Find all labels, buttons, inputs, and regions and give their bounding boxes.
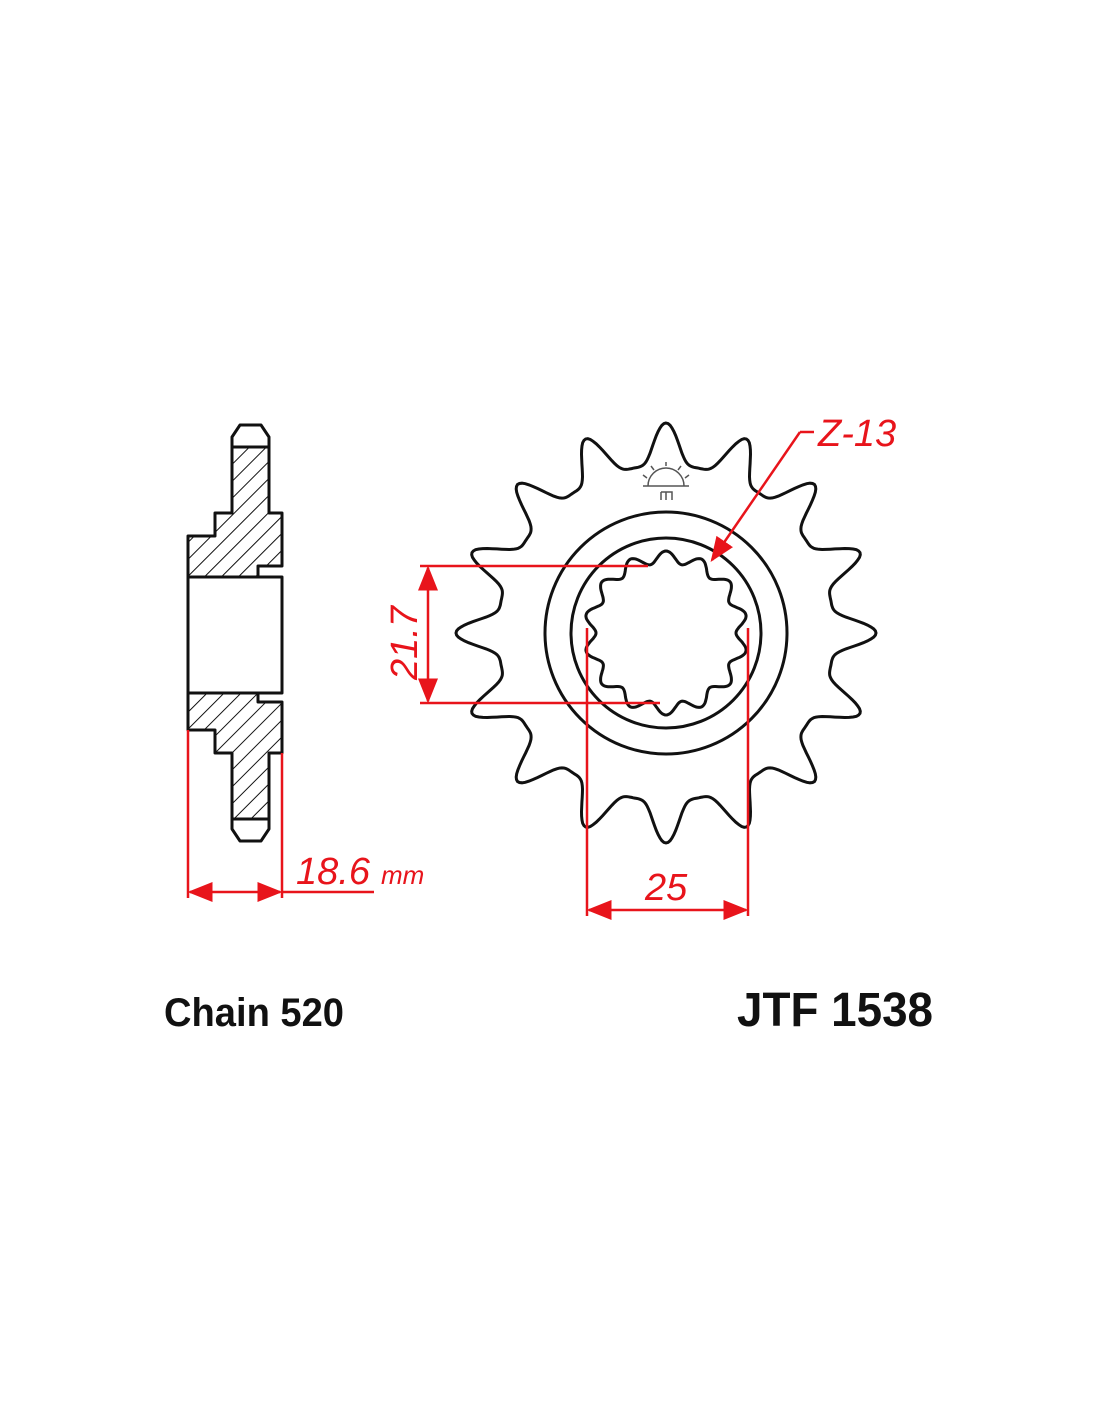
top-section <box>186 445 284 579</box>
hub-inner-ring <box>569 536 763 730</box>
bottom-section <box>186 691 284 821</box>
spline-bore <box>584 549 748 717</box>
sprocket-outline <box>454 421 878 845</box>
spline-diameter-dimension <box>418 564 660 705</box>
chain-label: Chain 520 <box>164 991 344 1035</box>
teeth-count-label: Z-13 <box>817 413 896 455</box>
part-number: JTF 1538 <box>737 984 933 1037</box>
bore <box>186 575 284 695</box>
spline-diameter-value: 21.7 <box>384 604 426 681</box>
hub-outer-ring <box>543 510 789 756</box>
spline-width-value: 25 <box>644 867 688 909</box>
teeth-leader <box>710 430 814 563</box>
offset-dimension <box>186 730 374 902</box>
front-view <box>454 421 878 845</box>
offset-value: 18.6 <box>296 851 371 893</box>
side-section-view <box>186 423 284 843</box>
brand-logo-icon <box>642 462 690 500</box>
bottom-tooth-tip <box>230 817 271 843</box>
top-tooth-tip <box>230 423 271 449</box>
offset-unit: mm <box>381 860 424 890</box>
spline-width-dimension <box>585 628 750 920</box>
